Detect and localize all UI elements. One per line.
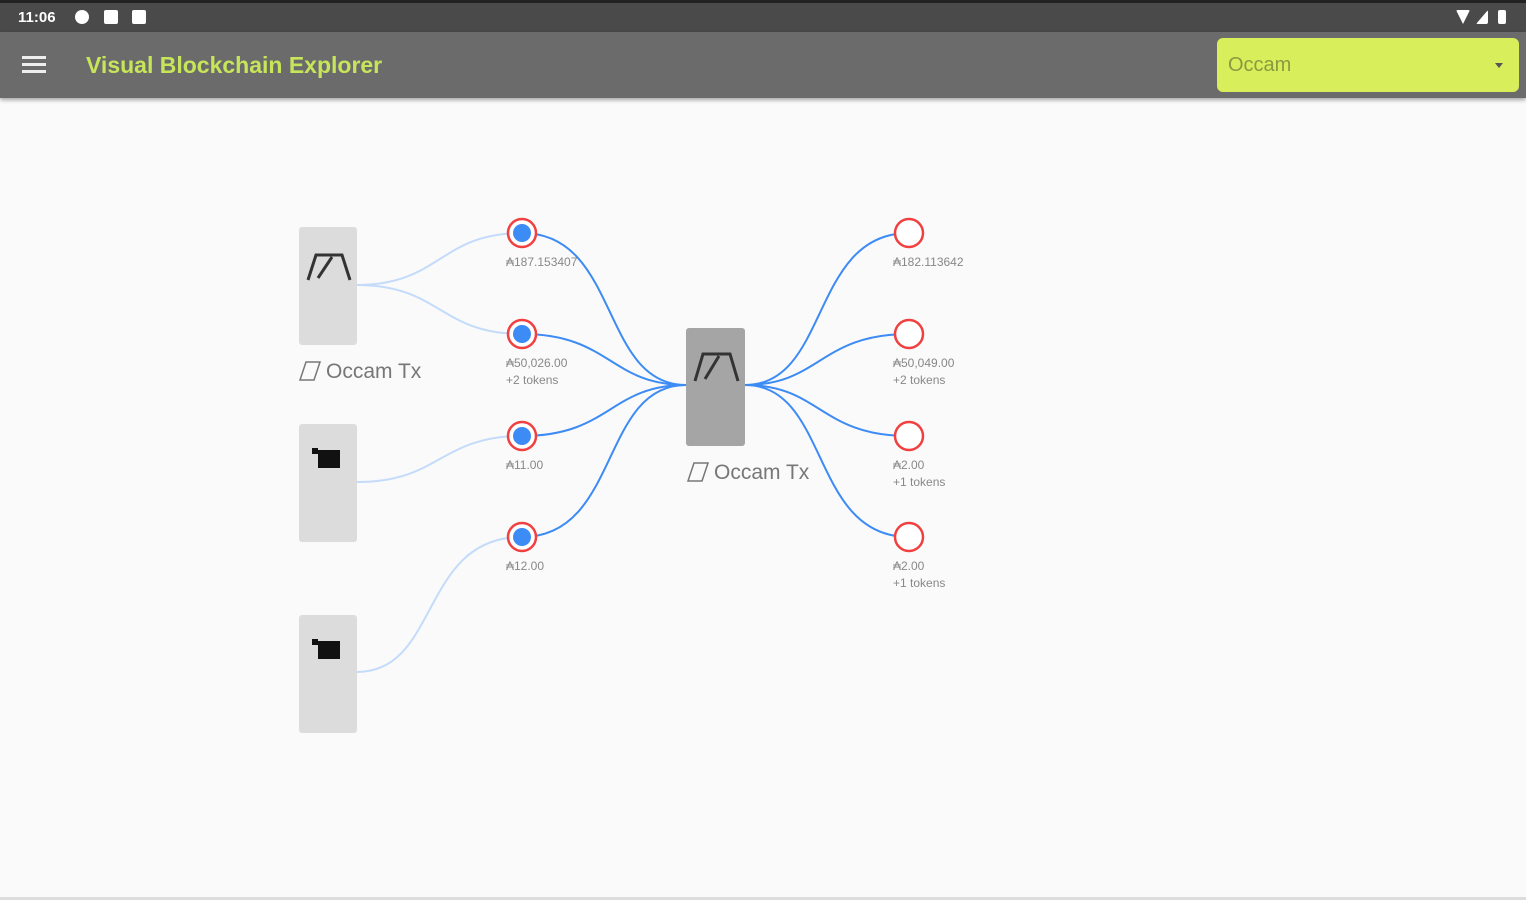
- utxo-tokens: +1 tokens: [893, 475, 945, 489]
- source-tx-1[interactable]: [299, 424, 357, 542]
- utxo-tokens: +1 tokens: [893, 576, 945, 590]
- center-tx-label: Occam Tx: [714, 461, 810, 484]
- occam-logo-icon: [298, 361, 322, 381]
- edge: [356, 232, 523, 286]
- hamburger-menu-icon[interactable]: [22, 56, 46, 74]
- edge: [744, 333, 910, 386]
- input-utxo[interactable]: ₳50,026.00 +2 tokens: [506, 318, 568, 387]
- utxo-tokens: +2 tokens: [893, 373, 945, 387]
- network-select[interactable]: Occam: [1217, 38, 1519, 92]
- gear-icon: [75, 10, 89, 24]
- input-utxo[interactable]: ₳11.00: [506, 420, 543, 472]
- source-tx-label: Occam Tx: [326, 360, 422, 383]
- output-utxo[interactable]: ₳2.00 +1 tokens: [893, 420, 945, 489]
- output-utxo[interactable]: ₳2.00 +1 tokens: [893, 521, 945, 590]
- utxo-tokens: +2 tokens: [506, 373, 558, 387]
- scroll-icon: [312, 448, 340, 468]
- source-tx-0[interactable]: Occam Tx: [298, 227, 422, 383]
- utxo-amount: ₳2.00: [893, 458, 925, 472]
- occam-logo-icon: [686, 462, 710, 482]
- utxo-amount: ₳50,026.00: [506, 356, 568, 370]
- utxo-amount: ₳187.153407: [506, 255, 578, 269]
- sim-icon: [104, 10, 118, 24]
- sd-card-icon: [132, 10, 146, 24]
- edge: [744, 232, 910, 386]
- edge: [356, 536, 523, 673]
- output-utxo[interactable]: ₳182.113642: [893, 217, 964, 269]
- clock: 11:06: [18, 9, 56, 26]
- edge: [521, 232, 687, 386]
- center-tx[interactable]: Occam Tx: [686, 328, 810, 484]
- input-utxo[interactable]: ₳12.00: [506, 521, 544, 573]
- bottom-divider: [0, 897, 1526, 900]
- edge: [521, 384, 687, 437]
- scroll-icon: [312, 639, 340, 659]
- edge: [744, 384, 910, 437]
- utxo-amount: ₳2.00: [893, 559, 925, 573]
- app-title: Visual Blockchain Explorer: [86, 52, 383, 78]
- edge: [744, 384, 910, 538]
- app-bar: Visual Blockchain Explorer Occam: [0, 32, 1526, 98]
- utxo-amount: ₳12.00: [506, 559, 544, 573]
- edge: [356, 435, 523, 483]
- occam-logo-icon: [306, 253, 352, 281]
- battery-icon: [1498, 10, 1506, 24]
- output-utxo[interactable]: ₳50,049.00 +2 tokens: [893, 318, 955, 387]
- network-select-value: Occam: [1228, 54, 1292, 76]
- chevron-down-icon: [1495, 63, 1503, 68]
- input-utxo[interactable]: ₳187.153407: [506, 217, 578, 269]
- source-tx-2[interactable]: [299, 615, 357, 733]
- utxo-amount: ₳50,049.00: [893, 356, 955, 370]
- edge: [356, 284, 523, 335]
- occam-logo-icon: [693, 352, 740, 382]
- edge: [521, 333, 687, 386]
- utxo-amount: ₳11.00: [506, 458, 543, 472]
- edge: [521, 384, 687, 538]
- status-bar: 11:06: [0, 0, 1526, 32]
- utxo-amount: ₳182.113642: [893, 255, 964, 269]
